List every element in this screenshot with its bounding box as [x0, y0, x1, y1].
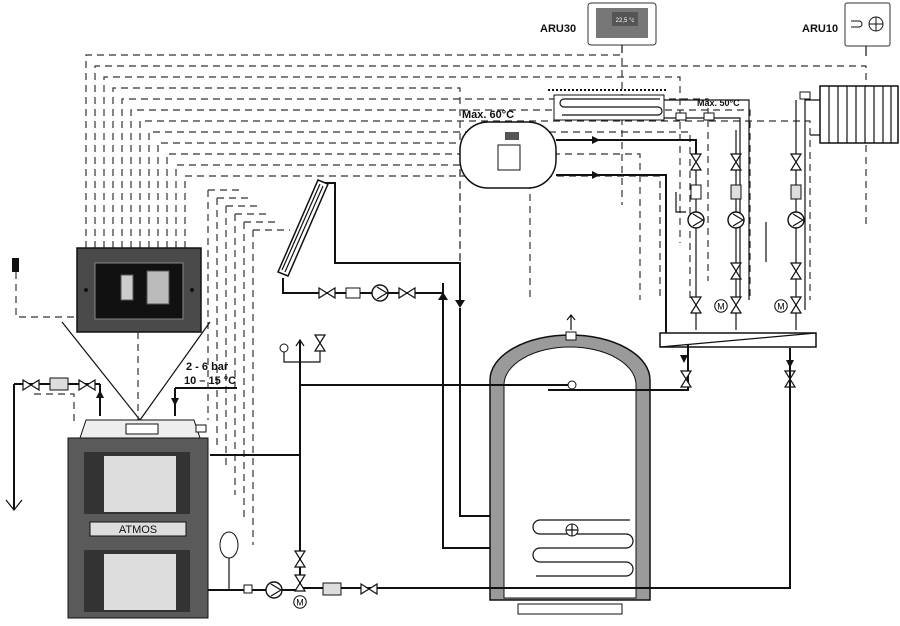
shutoff-valve[interactable] [294, 550, 306, 568]
shutoff-valve[interactable] [790, 153, 802, 171]
floor-max-temp: Max. 50°C [697, 98, 740, 108]
control-wire [184, 175, 661, 300]
check-valve [790, 184, 802, 200]
solar-pump[interactable] [371, 284, 389, 302]
filter [322, 582, 342, 596]
control-wire [243, 221, 280, 520]
mixing-valve[interactable] [690, 296, 702, 314]
control-wire [166, 153, 641, 300]
pressure-gauge-icon [279, 343, 289, 353]
boiler-pump[interactable] [265, 581, 283, 599]
thermostatic-valve[interactable] [294, 574, 306, 592]
valve-motor-icon [714, 299, 728, 313]
radiator [799, 85, 899, 144]
shutoff-valve[interactable] [360, 583, 378, 595]
valve-motor-icon [293, 595, 307, 609]
shutoff-valve[interactable] [680, 370, 692, 388]
control-wire [121, 98, 709, 281]
control-wire [94, 65, 867, 248]
control-wire [112, 87, 461, 262]
shutoff-valve[interactable] [398, 287, 416, 299]
check-valve [730, 184, 742, 200]
control-wire [130, 109, 751, 300]
control-wire [139, 120, 811, 300]
expansion-vessel [219, 531, 239, 559]
thermostatic-valve[interactable] [22, 379, 40, 391]
shutoff-valve[interactable] [690, 153, 702, 171]
mixing-valve[interactable] [790, 296, 802, 314]
boiler-brand-label: ATMOS [119, 524, 157, 536]
valve-motor-icon [774, 299, 788, 313]
control-wire [175, 164, 461, 300]
boiler-control-panel[interactable] [76, 247, 202, 333]
accumulation-tank [489, 331, 651, 615]
shutoff-valve[interactable] [790, 262, 802, 280]
solar-collector [277, 179, 329, 277]
control-wire [85, 54, 623, 248]
pressure-range: 2 - 6 bar [186, 361, 229, 373]
aru10-label: ARU10 [802, 23, 838, 35]
control-wire [252, 229, 290, 545]
aru30-display-value: 22,5 °c [616, 18, 635, 24]
dhw-tank [459, 121, 557, 189]
dhw-max-temp: Max. 60°C [462, 109, 514, 121]
control-wire [225, 205, 260, 470]
check-valve [690, 184, 702, 200]
flow-meter [345, 287, 361, 299]
control-wire [148, 131, 691, 300]
floor-heating-loop [548, 89, 668, 121]
circulation-pump[interactable] [727, 211, 745, 229]
atmos-boiler: ATMOS [67, 419, 209, 619]
outdoor-sensor [12, 258, 19, 272]
safety-valve[interactable] [314, 334, 326, 352]
mixing-valve[interactable] [730, 296, 742, 314]
control-wiring [85, 54, 867, 545]
control-wire [157, 142, 531, 300]
shutoff-valve[interactable] [78, 379, 96, 391]
water-temperature-range: 10 – 15 °C [184, 375, 236, 387]
aru10-room-unit[interactable] [844, 2, 891, 47]
circulation-pump[interactable] [687, 211, 705, 229]
control-wire [234, 213, 270, 495]
filter [49, 377, 69, 391]
control-wire [103, 76, 681, 248]
aru30-room-unit[interactable]: 22,5 °c [587, 2, 657, 46]
aru30-label: ARU30 [540, 23, 576, 35]
shutoff-valve[interactable] [318, 287, 336, 299]
control-wire [216, 197, 250, 445]
circulation-pump[interactable] [787, 211, 805, 229]
control-wire [207, 189, 240, 420]
